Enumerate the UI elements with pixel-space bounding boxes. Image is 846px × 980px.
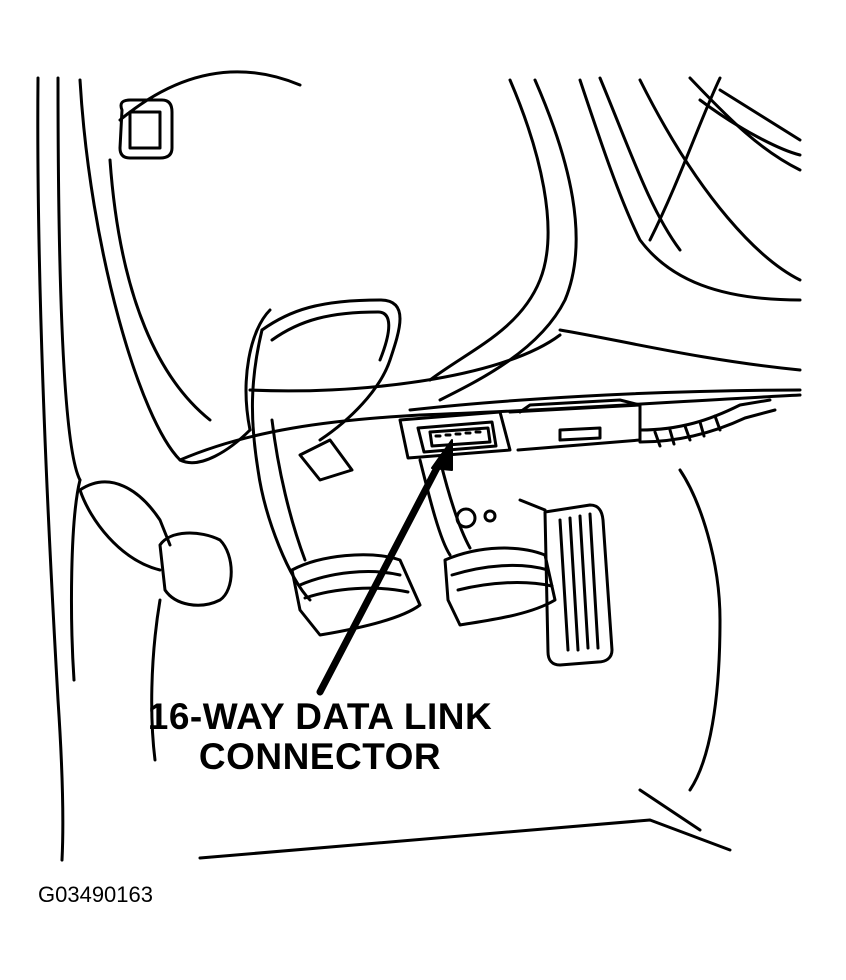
floor-lines: [150, 468, 732, 860]
callout-arrow: [316, 439, 453, 696]
accelerator-pedal: [518, 498, 614, 667]
second-pedal: [418, 458, 557, 627]
left-panel-edge: [36, 76, 82, 862]
brake-pedal-pad: [290, 553, 422, 637]
wiring-harness: [638, 398, 777, 448]
instrument-panel: [248, 76, 802, 412]
dash-switch: [118, 98, 174, 160]
figure-code: G03490163: [38, 882, 153, 907]
callout-label-line1: 16-WAY DATA LINK: [147, 696, 493, 737]
data-link-connector: [398, 398, 642, 460]
hood-release-handle: [78, 480, 233, 607]
steering-column-shroud: [78, 70, 302, 465]
callout-label-line2: CONNECTOR: [198, 736, 442, 777]
